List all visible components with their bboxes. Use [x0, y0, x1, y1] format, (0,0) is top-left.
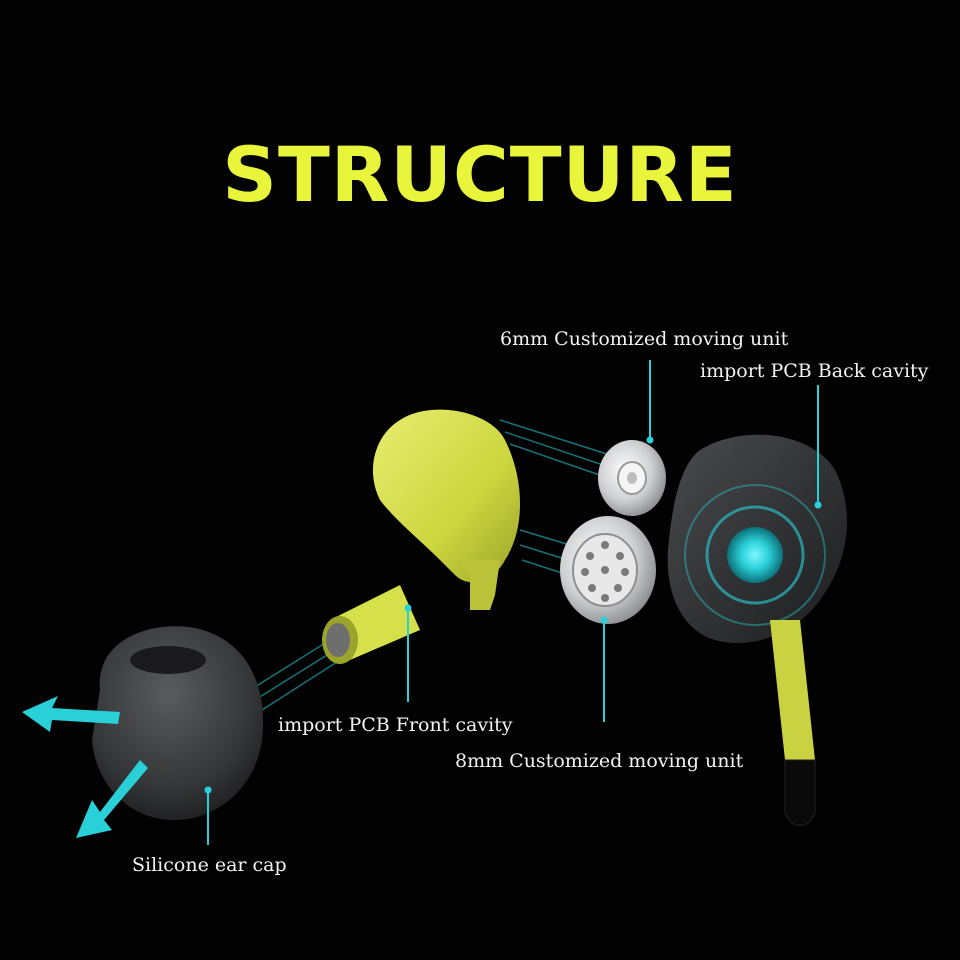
label-back-cavity: import PCB Back cavity: [700, 360, 929, 382]
front-cavity-shell: [322, 409, 520, 664]
label-6mm-unit: 6mm Customized moving unit: [500, 328, 789, 350]
label-front-cavity: import PCB Front cavity: [278, 714, 513, 736]
sound-arrow-icons: [22, 696, 148, 838]
back-cavity: [667, 434, 847, 826]
8mm-moving-unit: [560, 516, 656, 624]
page-title: STRUCTURE: [222, 130, 738, 219]
leader-lines: [207, 360, 819, 845]
light-beams: [249, 419, 615, 711]
6mm-moving-unit: [598, 440, 666, 516]
leader-dots: [204, 436, 822, 794]
label-ear-cap: Silicone ear cap: [132, 854, 287, 876]
label-8mm-unit: 8mm Customized moving unit: [455, 750, 744, 772]
